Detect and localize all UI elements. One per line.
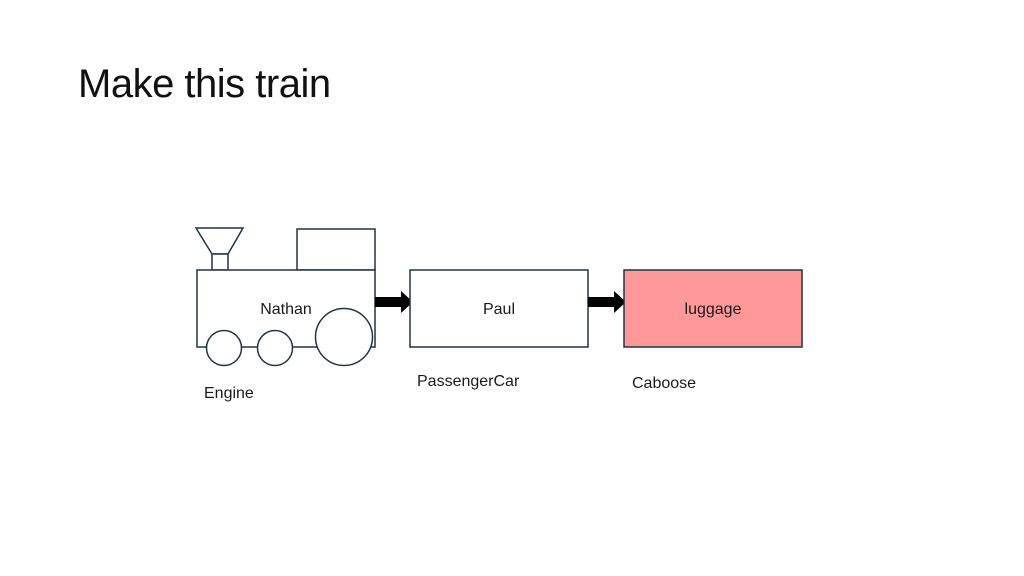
engine-name: Nathan: [260, 301, 312, 318]
caboose-caption: Caboose: [632, 375, 696, 392]
slide-title: Make this train: [78, 62, 331, 106]
coupler-arrow-1: [375, 291, 413, 313]
caboose-body: [623, 269, 803, 348]
engine-smokestack-funnel: [194, 227, 245, 255]
passenger-car-name: Paul: [483, 301, 515, 318]
engine-smokestack: [211, 253, 229, 271]
engine: [194, 227, 376, 367]
passenger-car-body: [409, 269, 589, 348]
coupler-arrow-2: [588, 291, 626, 313]
passenger-car-caption: PassengerCar: [417, 373, 520, 390]
engine-cab: [296, 228, 376, 271]
engine-wheel-small-1: [205, 329, 243, 367]
engine-wheel-large: [314, 307, 374, 367]
engine-wheel-small-2: [256, 329, 294, 367]
engine-caption: Engine: [204, 385, 254, 402]
caboose-name: luggage: [685, 301, 742, 318]
